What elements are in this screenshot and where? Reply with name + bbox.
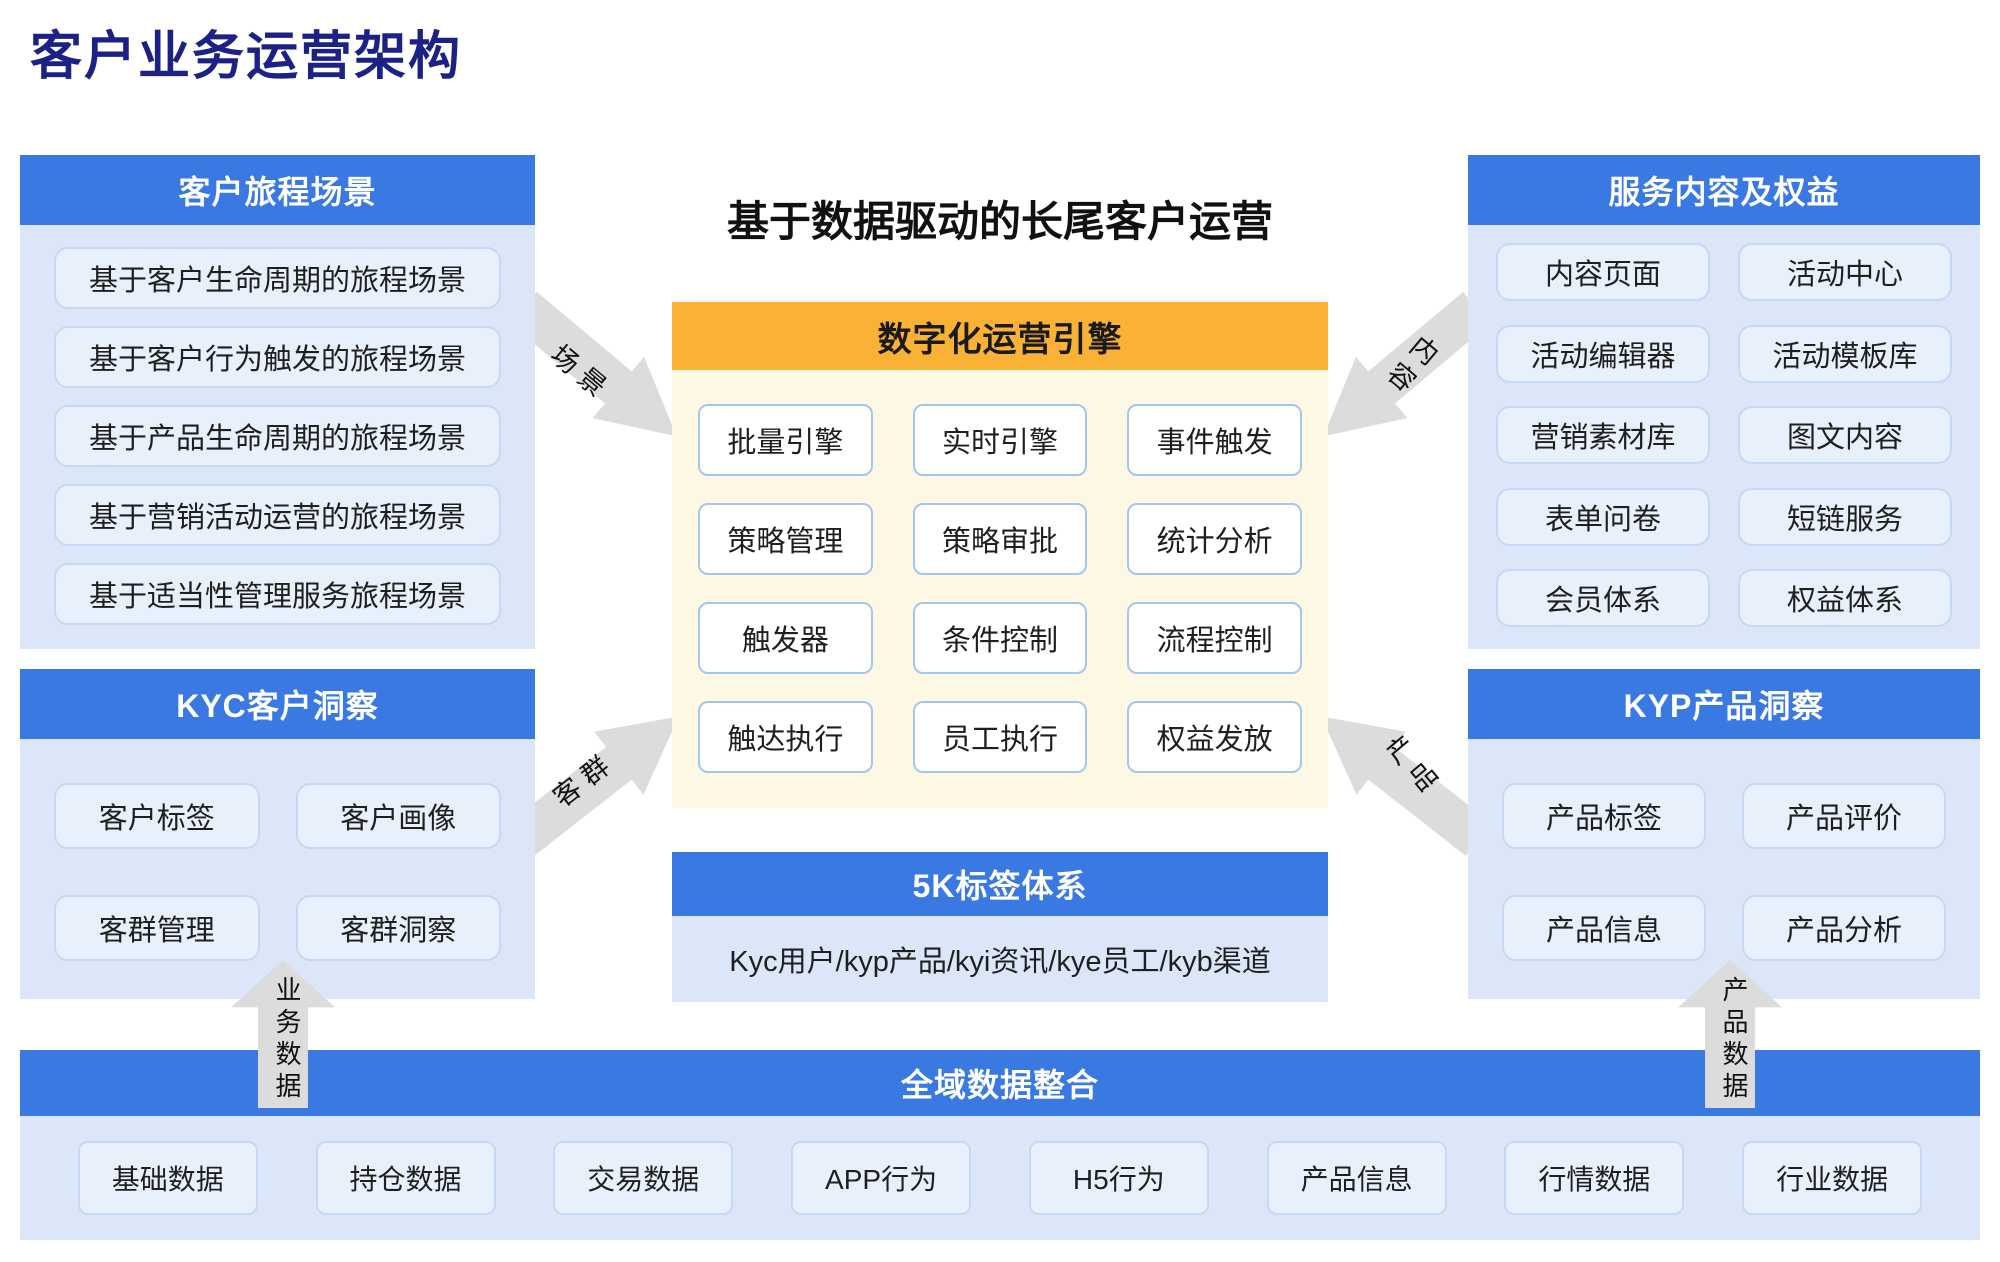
data-panel-body: 基础数据 持仓数据 交易数据 APP行为 H5行为 产品信息 行情数据 行业数据 [20,1116,1980,1240]
service-panel-body: 内容页面 活动中心 活动编辑器 活动模板库 营销素材库 图文内容 表单问卷 短链… [1468,225,1980,649]
engine-item: 触达执行 [698,701,873,773]
data-item: APP行为 [791,1141,972,1215]
engine-panel-header: 数字化运营引擎 [672,302,1328,370]
kyp-item: 产品标签 [1502,783,1706,849]
tags-panel: 5K标签体系 Kyc用户/kyp产品/kyi资讯/kye员工/kyb渠道 [672,852,1328,1002]
journey-panel-header: 客户旅程场景 [20,155,535,225]
engine-item: 权益发放 [1127,701,1302,773]
data-item: 行情数据 [1504,1141,1685,1215]
kyc-item: 客群洞察 [295,895,501,961]
service-item: 表单问卷 [1496,487,1710,546]
data-item: 基础数据 [77,1141,258,1215]
kyp-item: 产品信息 [1502,895,1706,961]
data-panel: 全域数据整合 基础数据 持仓数据 交易数据 APP行为 H5行为 产品信息 行情… [20,1050,1980,1240]
kyp-panel-body: 产品标签 产品评价 产品信息 产品分析 [1468,739,1980,999]
journey-item: 基于产品生命周期的旅程场景 [54,405,501,467]
kyc-panel: KYC客户洞察 客户标签 客户画像 客群管理 客群洞察 [20,669,535,999]
data-item: 持仓数据 [315,1141,496,1215]
service-item: 会员体系 [1496,569,1710,628]
journey-item: 基于适当性管理服务旅程场景 [54,563,501,625]
service-item: 活动编辑器 [1496,324,1710,383]
data-item: 行业数据 [1742,1141,1923,1215]
engine-item: 员工执行 [912,701,1088,773]
service-item: 权益体系 [1738,569,1952,628]
data-item: 产品信息 [1266,1141,1447,1215]
kyc-panel-body: 客户标签 客户画像 客群管理 客群洞察 [20,739,535,999]
journey-panel-body: 基于客户生命周期的旅程场景 基于客户行为触发的旅程场景 基于产品生命周期的旅程场… [20,225,535,649]
kyc-panel-header: KYC客户洞察 [20,669,535,739]
kyp-panel: KYP产品洞察 产品标签 产品评价 产品信息 产品分析 [1468,669,1980,999]
tags-panel-header: 5K标签体系 [672,852,1328,916]
journey-item: 基于营销活动运营的旅程场景 [54,484,501,546]
engine-item: 流程控制 [1127,602,1302,674]
kyp-item: 产品评价 [1742,783,1946,849]
engine-item: 统计分析 [1127,503,1302,575]
service-item: 活动模板库 [1738,324,1952,383]
business-data-arrow-label: 业务数据 [272,976,302,1104]
tags-panel-body: Kyc用户/kyp产品/kyi资讯/kye员工/kyb渠道 [672,916,1328,1002]
service-item: 图文内容 [1738,406,1952,465]
service-item: 短链服务 [1738,487,1952,546]
engine-item: 触发器 [698,602,873,674]
kyc-item: 客户标签 [54,783,260,849]
data-item: H5行为 [1028,1141,1209,1215]
engine-item: 策略审批 [912,503,1088,575]
service-item: 营销素材库 [1496,406,1710,465]
engine-panel-body: 批量引擎 实时引擎 事件触发 策略管理 策略审批 统计分析 触发器 条件控制 流… [672,370,1328,808]
journey-panel: 客户旅程场景 基于客户生命周期的旅程场景 基于客户行为触发的旅程场景 基于产品生… [20,155,535,649]
engine-panel: 数字化运营引擎 批量引擎 实时引擎 事件触发 策略管理 策略审批 统计分析 触发… [672,302,1328,808]
product-data-arrow-label: 产品数据 [1719,976,1749,1104]
engine-item: 条件控制 [912,602,1088,674]
data-item: 交易数据 [553,1141,734,1215]
kyp-item: 产品分析 [1742,895,1946,961]
kyc-item: 客户画像 [295,783,501,849]
journey-item: 基于客户生命周期的旅程场景 [54,247,501,309]
journey-item: 基于客户行为触发的旅程场景 [54,326,501,388]
center-headline: 基于数据驱动的长尾客户运营 [726,198,1273,245]
data-panel-header: 全域数据整合 [20,1050,1980,1116]
service-item: 活动中心 [1738,243,1952,301]
service-panel-header: 服务内容及权益 [1468,155,1980,225]
kyc-item: 客群管理 [54,895,260,961]
service-panel: 服务内容及权益 内容页面 活动中心 活动编辑器 活动模板库 营销素材库 图文内容… [1468,155,1980,649]
service-item: 内容页面 [1496,243,1710,301]
engine-item: 策略管理 [698,503,873,575]
kyp-panel-header: KYP产品洞察 [1468,669,1980,739]
engine-item: 批量引擎 [698,404,873,476]
page-title: 客户业务运营架构 [30,28,463,86]
engine-item: 实时引擎 [912,404,1088,476]
engine-item: 事件触发 [1127,404,1302,476]
